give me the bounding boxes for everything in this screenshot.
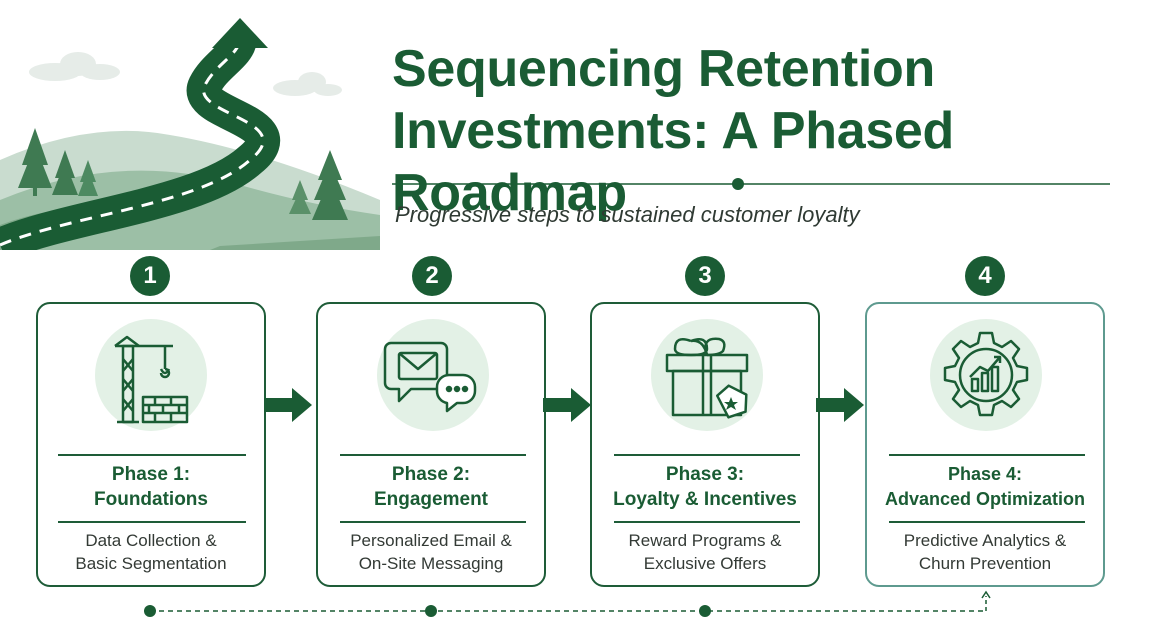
phase-2-number: 2 <box>412 256 452 296</box>
phase-1-title: Phase 1: Foundations <box>94 464 208 510</box>
card-divider <box>614 454 800 456</box>
title-divider <box>392 178 1110 190</box>
card-divider <box>58 521 246 523</box>
progress-timeline <box>144 590 991 617</box>
construction-crane-icon <box>114 335 189 424</box>
phase-4-description: Predictive Analytics & Churn Prevention <box>903 531 1067 573</box>
arrow-up-icon <box>212 18 268 48</box>
cloud-icon <box>273 72 342 96</box>
phase-2-description: Personalized Email & On-Site Messaging <box>350 531 512 573</box>
gift-tag-icon <box>665 337 749 419</box>
card-divider <box>340 454 526 456</box>
tree-icon <box>312 150 348 220</box>
arrow-right-icon <box>543 388 591 422</box>
phase-3-icon-circle <box>651 319 763 431</box>
cloud-icon <box>29 52 120 81</box>
phase-2-icon-circle <box>377 319 489 431</box>
arrow-right-icon <box>816 388 864 422</box>
phase-3-card: Phase 3: Loyalty & Incentives Reward Pro… <box>590 302 820 587</box>
arrow-up-icon <box>981 590 991 599</box>
phase-4-title: Phase 4: Advanced Optimization <box>884 464 1086 509</box>
card-divider <box>889 521 1085 523</box>
phase-2-card: Phase 2: Engagement Personalized Email &… <box>316 302 546 587</box>
card-divider <box>614 521 800 523</box>
road-illustration <box>0 18 380 250</box>
timeline-dot <box>425 605 437 617</box>
phase-4-number: 4 <box>965 256 1005 296</box>
phase-3-description: Reward Programs & Exclusive Offers <box>628 531 782 573</box>
phase-4-icon-circle <box>930 319 1042 431</box>
phase-1-icon-circle <box>95 319 207 431</box>
tree-icon <box>289 180 311 214</box>
timeline-dot <box>144 605 156 617</box>
tree-icon <box>18 128 52 196</box>
phase-2-title: Phase 2: Engagement <box>373 464 489 510</box>
phase-4-card: Phase 4: Advanced Optimization Predictiv… <box>865 302 1105 587</box>
tree-icon <box>52 150 78 195</box>
page-subtitle: Progressive steps to sustained customer … <box>395 202 860 227</box>
card-divider <box>58 454 246 456</box>
timeline-dot <box>699 605 711 617</box>
phase-1-description: Data Collection & Basic Segmentation <box>75 531 227 573</box>
phase-3-title: Phase 3: Loyalty & Incentives <box>613 464 797 510</box>
email-chat-icon <box>383 341 477 413</box>
arrow-right-icon <box>264 388 312 422</box>
phase-3-number: 3 <box>685 256 725 296</box>
page-title: Sequencing Retention Investments: A Phas… <box>392 40 955 222</box>
card-divider <box>889 454 1085 456</box>
card-divider <box>340 521 526 523</box>
gear-chart-icon <box>943 331 1029 417</box>
phase-1-card: Phase 1: Foundations Data Collection & B… <box>36 302 266 587</box>
phase-1-number: 1 <box>130 256 170 296</box>
tree-icon <box>78 160 98 196</box>
